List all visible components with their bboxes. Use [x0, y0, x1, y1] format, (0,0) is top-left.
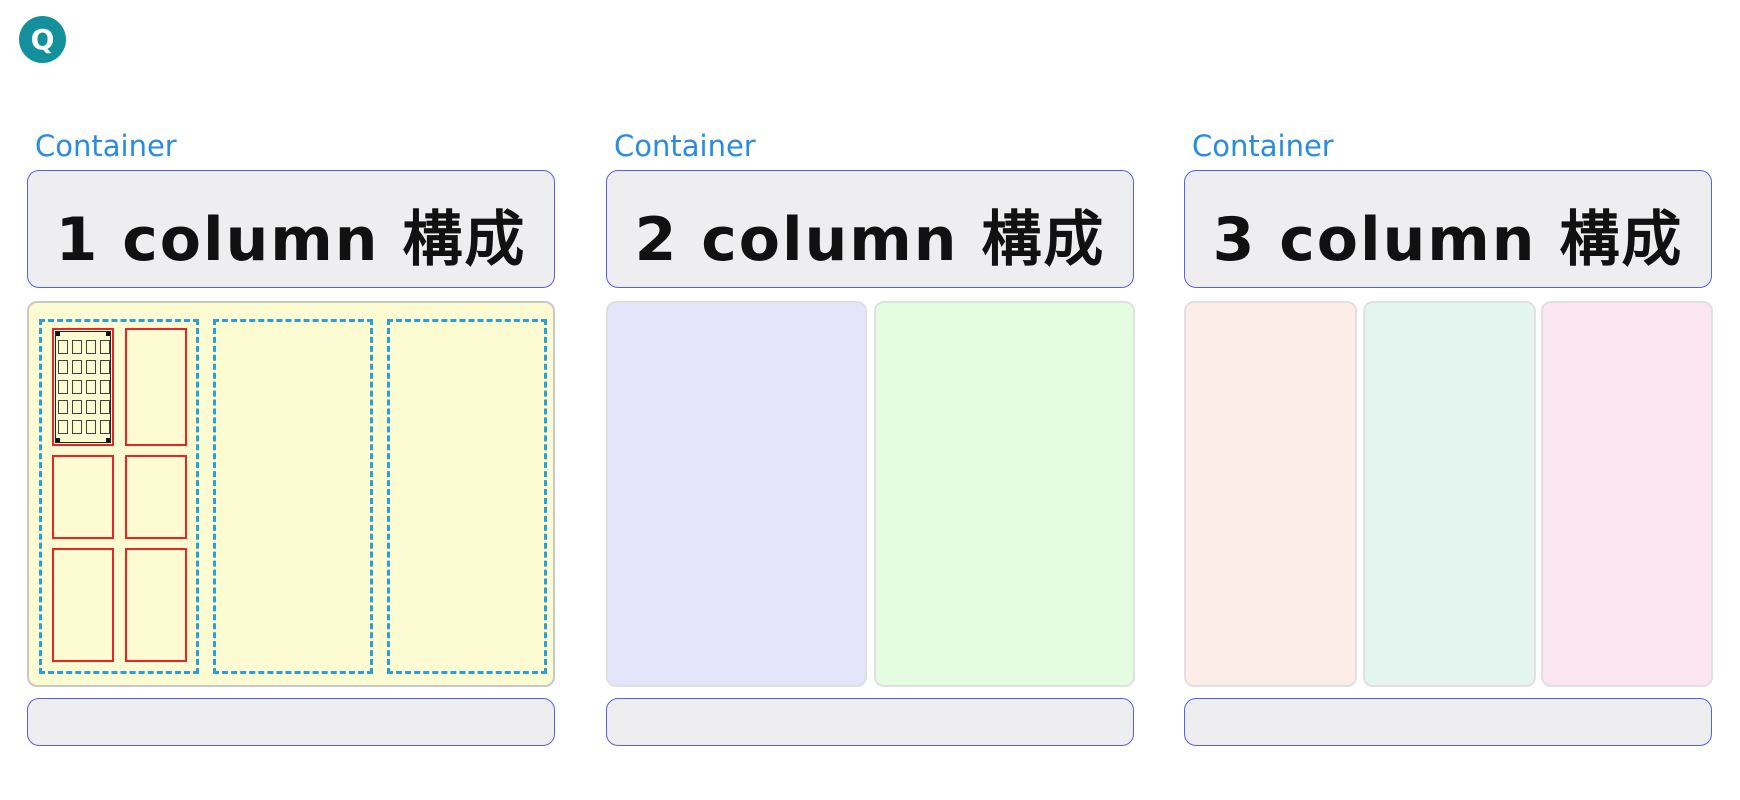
dashed-column-1 [39, 319, 199, 674]
body-area [606, 301, 1135, 687]
header-box: 2 column 構成 [606, 170, 1134, 288]
logo-q-icon: Q [19, 16, 66, 63]
column-1-box [606, 301, 867, 687]
container-label: Container [35, 129, 177, 163]
card [52, 548, 114, 662]
card [125, 455, 187, 539]
card [52, 455, 114, 539]
body-area [1184, 301, 1713, 687]
column-1-box [1184, 301, 1357, 687]
panel-3-column: Container 3 column 構成 [1184, 126, 1714, 746]
panel-title: 1 column 構成 [55, 204, 527, 275]
card [125, 328, 187, 446]
column-2-box [1363, 301, 1536, 687]
svg-text:Q: Q [31, 23, 55, 56]
grid-card [52, 328, 114, 446]
body-area [27, 301, 555, 687]
header-box: 3 column 構成 [1184, 170, 1712, 288]
single-column-box [27, 301, 555, 687]
column-3-box [1541, 301, 1713, 687]
card [125, 548, 187, 662]
container-label: Container [1192, 129, 1334, 163]
mini-grid [58, 340, 110, 434]
dashed-column-3 [387, 319, 547, 674]
column-2-box [874, 301, 1135, 687]
panel-2-column: Container 2 column 構成 [606, 126, 1136, 746]
dashed-column-2 [213, 319, 373, 674]
container-label: Container [614, 129, 756, 163]
panel-title: 3 column 構成 [1212, 204, 1684, 275]
panel-title: 2 column 構成 [634, 204, 1106, 275]
footer-box [27, 698, 555, 746]
footer-box [1184, 698, 1712, 746]
footer-box [606, 698, 1134, 746]
header-box: 1 column 構成 [27, 170, 555, 288]
panel-1-column: Container 1 column 構成 [27, 126, 557, 746]
